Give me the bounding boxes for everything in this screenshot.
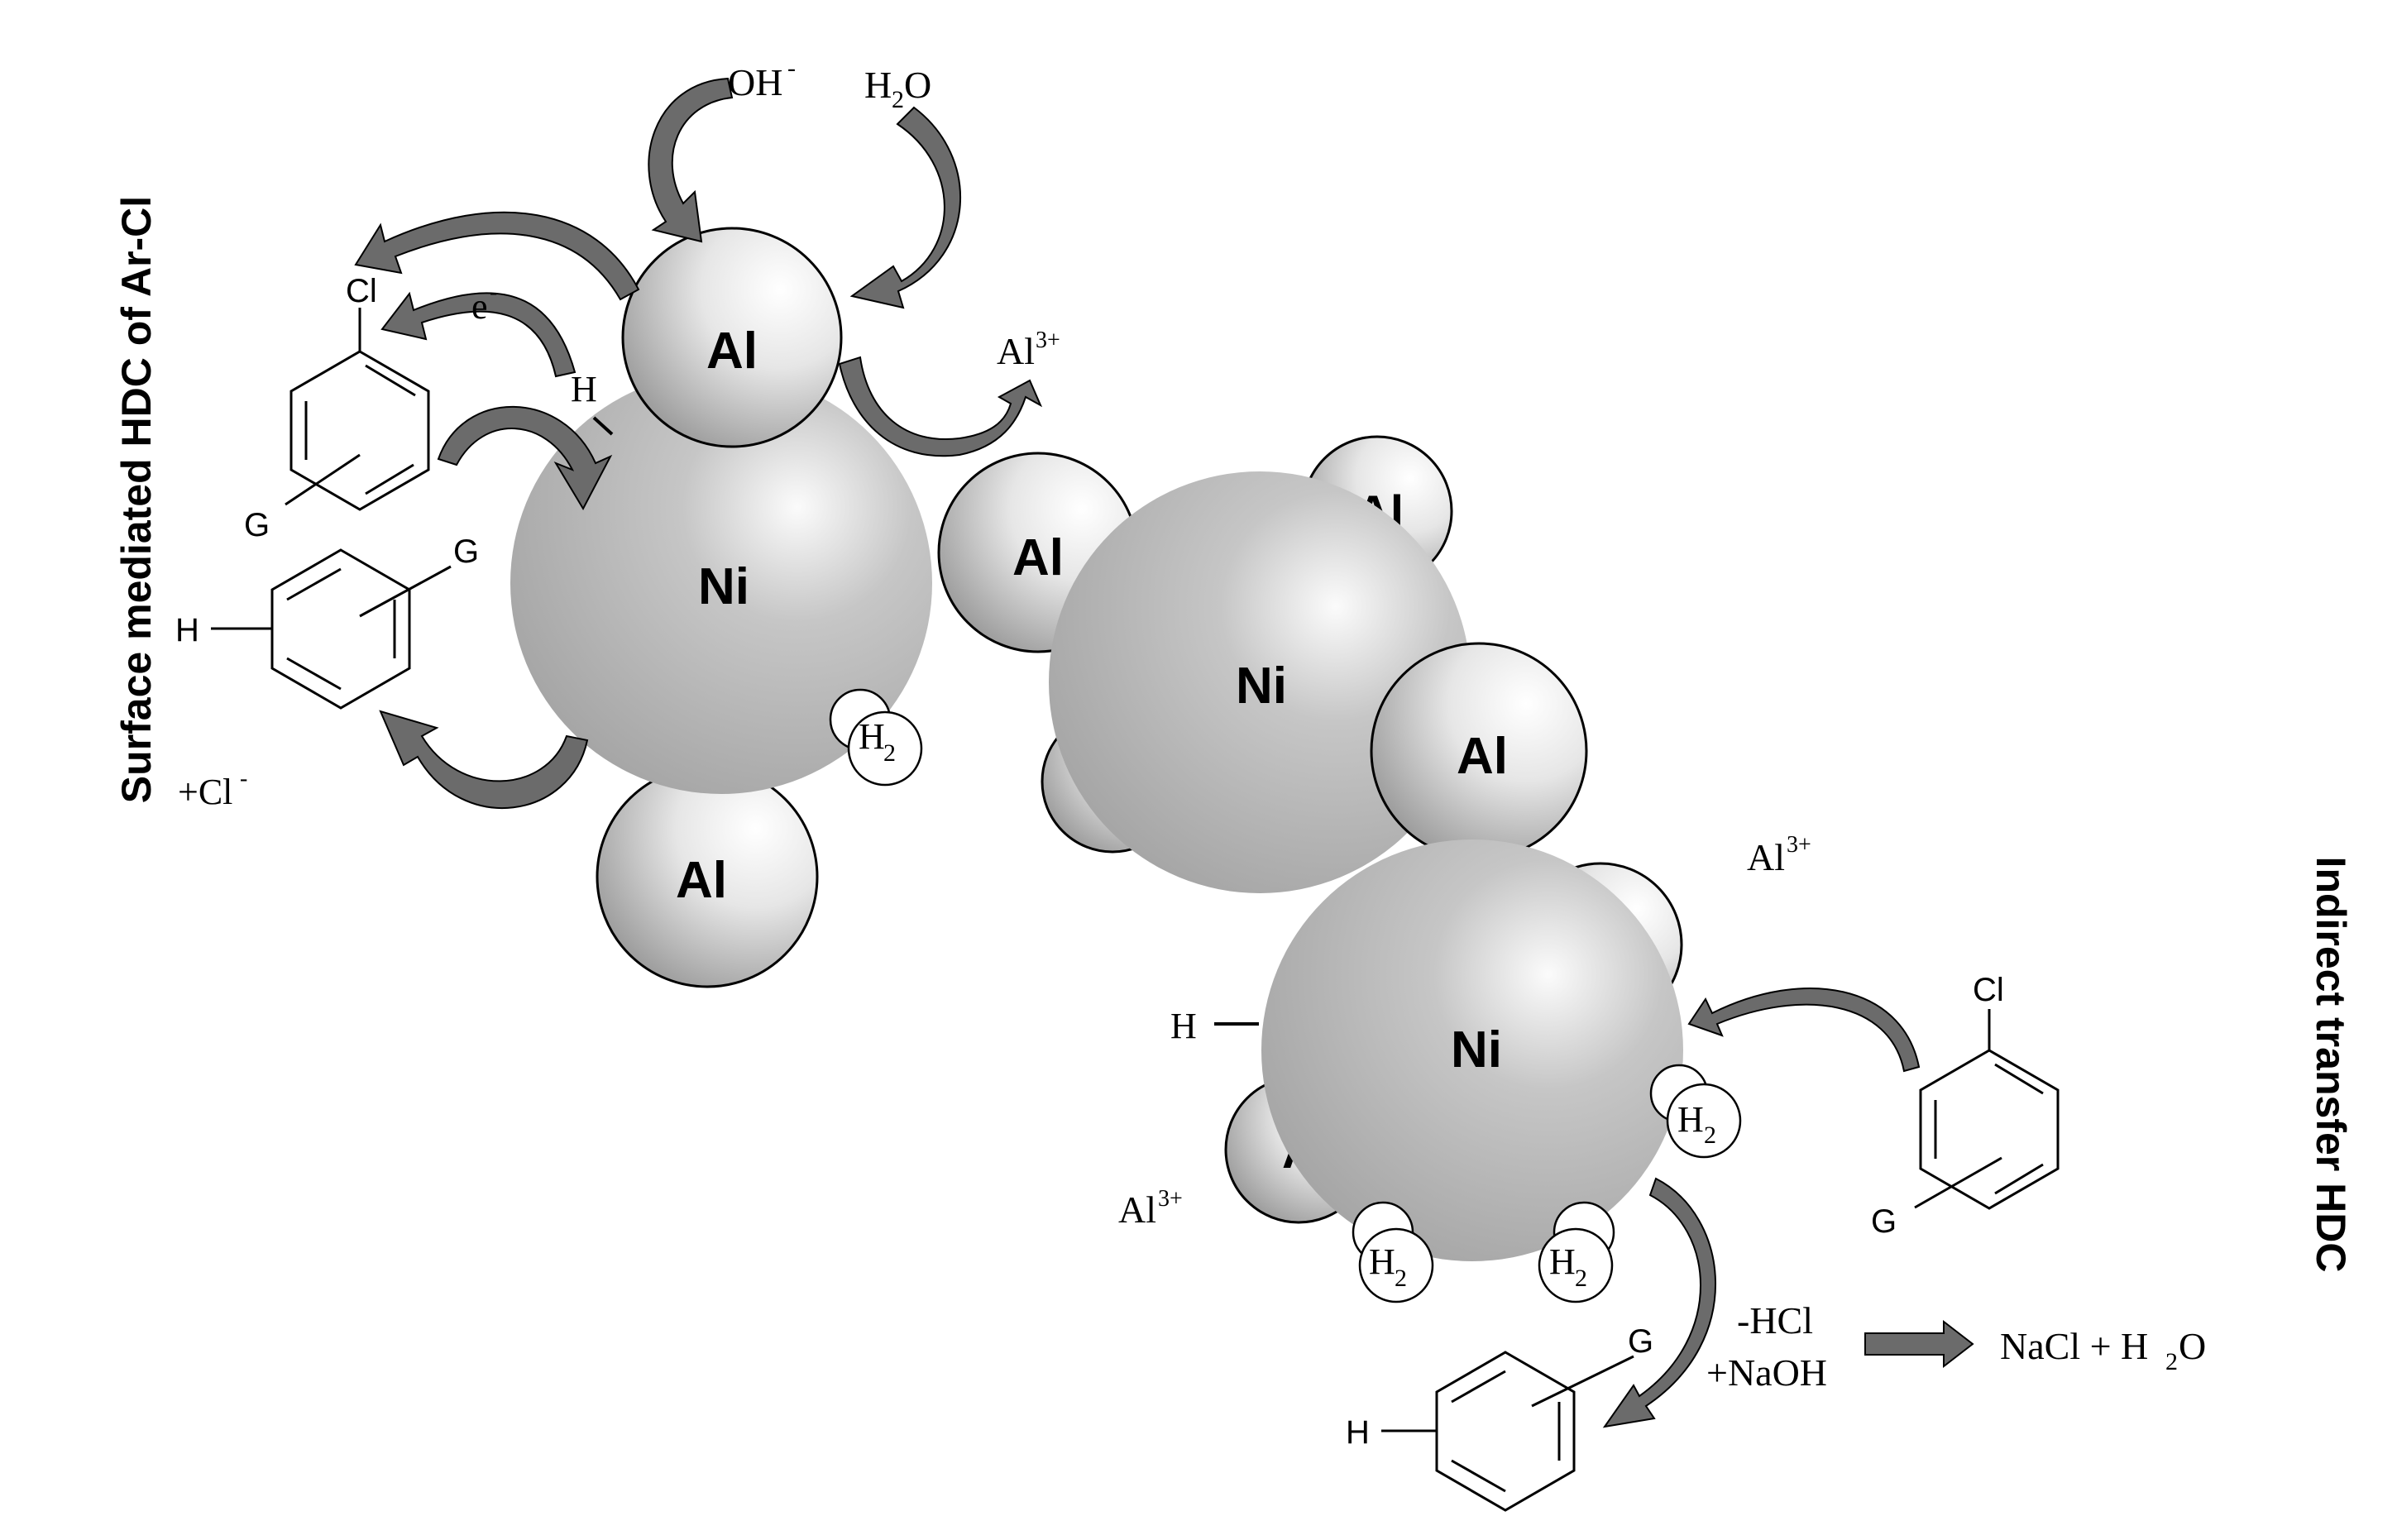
h2-sub: 2 xyxy=(1395,1265,1407,1292)
benzene-ring xyxy=(211,548,452,710)
right-side-title: Indirect transfer HDC xyxy=(2308,856,2354,1273)
hydride-label: H xyxy=(571,369,597,409)
electron-label: e xyxy=(471,286,488,327)
al-label: Al xyxy=(1457,728,1508,785)
water-sub: 2 xyxy=(892,86,904,113)
al3-right: Al 3+ xyxy=(1747,832,1811,878)
oh-charge: - xyxy=(787,55,796,82)
product-nacl: NaCl + H xyxy=(2000,1325,2148,1367)
chlorobenzene-ring xyxy=(285,308,430,511)
oh-minus: OH - xyxy=(728,55,796,103)
h2-bubble: H 2 xyxy=(1538,1201,1615,1303)
ring-cl-label: Cl xyxy=(1973,972,2004,1008)
al3-charge: 3+ xyxy=(1158,1186,1183,1212)
al3-charge: 3+ xyxy=(1787,832,1811,858)
left-side-title: Surface mediated HDC of Ar-Cl xyxy=(113,195,160,804)
h2-bubble: H 2 xyxy=(1352,1201,1434,1303)
al-label: Al xyxy=(706,323,758,380)
electron: e - xyxy=(471,280,497,327)
ring-g-label: G xyxy=(1628,1323,1653,1360)
water-o: O xyxy=(904,64,931,106)
hydride-right: H xyxy=(1170,1006,1259,1046)
ni-label: Ni xyxy=(698,558,749,615)
chloride-charge: - xyxy=(240,766,247,792)
ni-label: Ni xyxy=(1236,658,1287,715)
plus-naoh-label: +NaOH xyxy=(1706,1351,1827,1394)
ni-particle xyxy=(1261,839,1683,1261)
h2-main: H xyxy=(1677,1099,1704,1140)
h2-sub: 2 xyxy=(883,739,896,767)
chloride: +Cl - xyxy=(178,766,247,812)
chloride-label: +Cl xyxy=(178,772,232,812)
h2-bubble: H 2 xyxy=(1649,1064,1742,1159)
h2-sub: 2 xyxy=(1704,1122,1716,1149)
ni-particle xyxy=(1049,471,1471,893)
h2-main: H xyxy=(1369,1241,1395,1282)
al3-bottom: Al 3+ xyxy=(1118,1186,1183,1231)
al-label: Al xyxy=(676,852,727,909)
curved-arrows xyxy=(354,77,1921,1428)
al-particle xyxy=(621,227,843,448)
product: NaCl + H 2 O xyxy=(2000,1325,2206,1375)
al3-label: Al xyxy=(997,330,1035,372)
hydride-left: H xyxy=(571,369,614,436)
h2-main: H xyxy=(859,716,885,757)
ni-particle xyxy=(510,372,932,794)
product-o: O xyxy=(2179,1325,2206,1367)
electron-charge: - xyxy=(490,280,497,305)
water: H 2 O xyxy=(864,64,931,113)
oh-label: OH xyxy=(728,61,782,103)
al-label: Al xyxy=(1012,529,1064,586)
water-h: H xyxy=(864,64,892,106)
al3-label: Al xyxy=(1118,1188,1156,1231)
ring-h-label: H xyxy=(175,612,199,648)
straight-arrow xyxy=(1864,1319,1974,1369)
h2-bubble: H 2 xyxy=(829,688,923,787)
ni-label: Ni xyxy=(1451,1021,1502,1078)
ring-h-label: H xyxy=(1346,1414,1370,1451)
product-sub: 2 xyxy=(2165,1348,2178,1375)
ring-g-label: G xyxy=(453,533,479,570)
al3-top: Al 3+ xyxy=(997,328,1060,372)
h2-sub: 2 xyxy=(1575,1265,1587,1292)
ring-g-label: G xyxy=(244,507,270,543)
minus-hcl-label: -HCl xyxy=(1737,1299,1813,1342)
ring-g-label: G xyxy=(1871,1203,1897,1240)
chlorobenzene-ring xyxy=(1914,1009,2060,1210)
al3-label: Al xyxy=(1747,836,1785,878)
h2-main: H xyxy=(1549,1241,1576,1282)
al3-charge: 3+ xyxy=(1036,328,1060,353)
benzene-ring xyxy=(1381,1351,1634,1512)
ring-cl-label: Cl xyxy=(346,273,377,309)
hydride-label: H xyxy=(1170,1006,1197,1046)
